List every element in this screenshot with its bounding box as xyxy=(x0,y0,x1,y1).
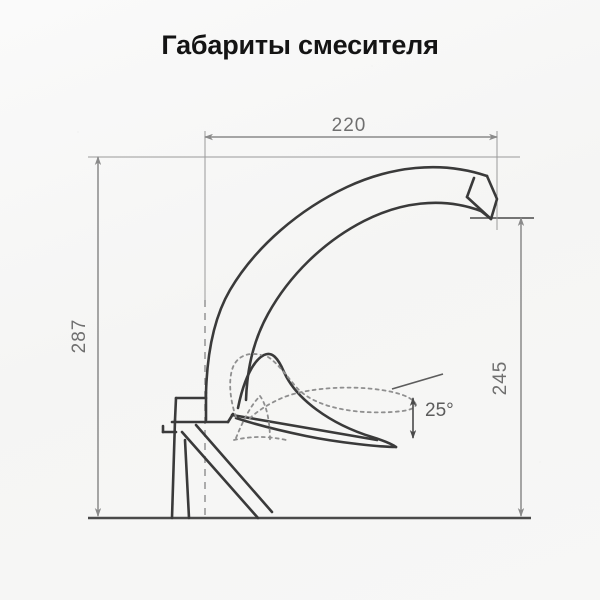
extension-lines xyxy=(88,131,534,516)
handle-lever-lower xyxy=(234,416,398,449)
raised-handle-neck-right xyxy=(259,395,271,441)
faucet-outline xyxy=(161,165,499,520)
stem-shaft-left xyxy=(180,430,260,520)
angle-leader-line xyxy=(391,373,444,390)
handle-raised-position-outline xyxy=(229,353,417,441)
raised-handle-top xyxy=(267,356,417,414)
body-left-edge-upper xyxy=(173,396,178,422)
raised-handle-neck-left xyxy=(235,395,261,439)
handle-lever-upper xyxy=(236,352,398,449)
dimension-label-287: 287 xyxy=(69,319,90,354)
angle-callout: 25° xyxy=(391,373,454,439)
body-left-edge xyxy=(170,418,177,520)
spout-tip-edge-top xyxy=(465,176,476,199)
dimension-label-245: 245 xyxy=(490,361,511,396)
spout-tip-edge-left xyxy=(465,195,493,221)
base-right-edge xyxy=(183,438,191,520)
dimension-lines xyxy=(94,133,525,517)
raised-handle-base xyxy=(233,436,287,441)
raised-handle-bottom xyxy=(247,386,417,421)
dimension-label-220: 220 xyxy=(332,115,367,136)
page-title: Габариты смесителя xyxy=(161,30,439,60)
spout-inner-curve xyxy=(244,201,483,402)
angle-label: 25° xyxy=(425,400,454,421)
spout-outer-curve xyxy=(204,165,489,395)
raised-handle-back xyxy=(229,353,262,418)
lever-underside xyxy=(230,413,379,442)
stem-shaft-right xyxy=(194,423,274,514)
